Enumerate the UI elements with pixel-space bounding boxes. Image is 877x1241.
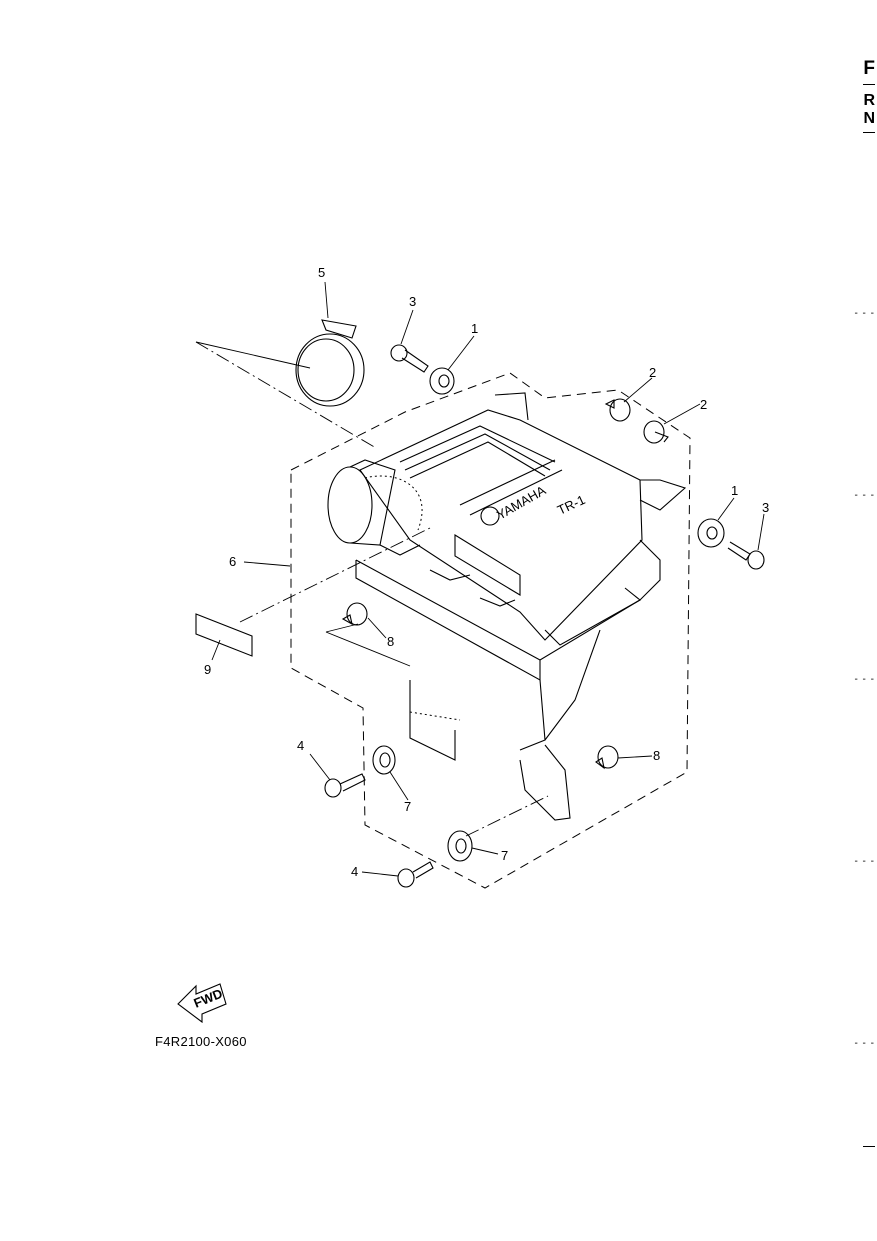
edge-tick: - - - [854, 1038, 875, 1049]
callout-1-upper: 1 [471, 321, 478, 336]
callout-9: 9 [204, 662, 211, 677]
callout-4-lower: 4 [351, 864, 358, 879]
damper-lower [447, 830, 473, 862]
page-edge-letter-r: R [863, 92, 875, 109]
collar-bottom-right [595, 745, 619, 770]
caution-label [195, 613, 253, 657]
damper-upper [372, 745, 396, 775]
forward-direction-icon: FWD [177, 983, 227, 1024]
model-mark: TR-1 [555, 492, 588, 518]
collar-upper [604, 398, 631, 422]
collar-lower [643, 420, 669, 444]
page-edge-rule [863, 84, 875, 85]
callout-2-upper: 2 [649, 365, 656, 380]
page-edge-letter-n: N [863, 110, 875, 127]
edge-tick: - - - [854, 856, 875, 867]
callout-4-left: 4 [297, 738, 304, 753]
page-edge-rule [863, 1146, 875, 1147]
callout-1-right: 1 [731, 483, 738, 498]
edge-tick: - - - [854, 308, 875, 319]
callout-7-upper: 7 [404, 799, 411, 814]
callout-3-upper: 3 [409, 294, 416, 309]
grommet-right [697, 518, 725, 548]
callout-6: 6 [229, 554, 236, 569]
callout-7-lower: 7 [501, 848, 508, 863]
callout-2-lower: 2 [700, 397, 707, 412]
brand-mark: YAMAHA [494, 482, 548, 522]
bolt-lower-left [324, 773, 366, 798]
hose-clamp [295, 319, 365, 407]
grommet-reference-line [465, 795, 549, 837]
bolt-lower [397, 861, 434, 888]
callout-leaders [195, 281, 765, 877]
edge-tick: - - - [854, 490, 875, 501]
bolt-right [727, 541, 765, 570]
edge-tick: - - - [854, 674, 875, 685]
callout-8-left: 8 [387, 634, 394, 649]
assembly-boundary [290, 372, 691, 889]
grommet-upper [429, 367, 455, 395]
callout-8-right: 8 [653, 748, 660, 763]
page-edge-rule [863, 132, 875, 133]
clamp-reference-line [195, 341, 377, 449]
air-filter-case: YAMAHA TR-1 [327, 392, 687, 821]
label-reference-line [239, 527, 431, 623]
page-edge-letter-f: F [863, 58, 875, 79]
bolt-upper [390, 344, 429, 373]
figure-code: F4R2100-X060 [155, 1034, 247, 1049]
callout-3-right: 3 [762, 500, 769, 515]
callout-5: 5 [318, 265, 325, 280]
collar-left [341, 602, 368, 626]
